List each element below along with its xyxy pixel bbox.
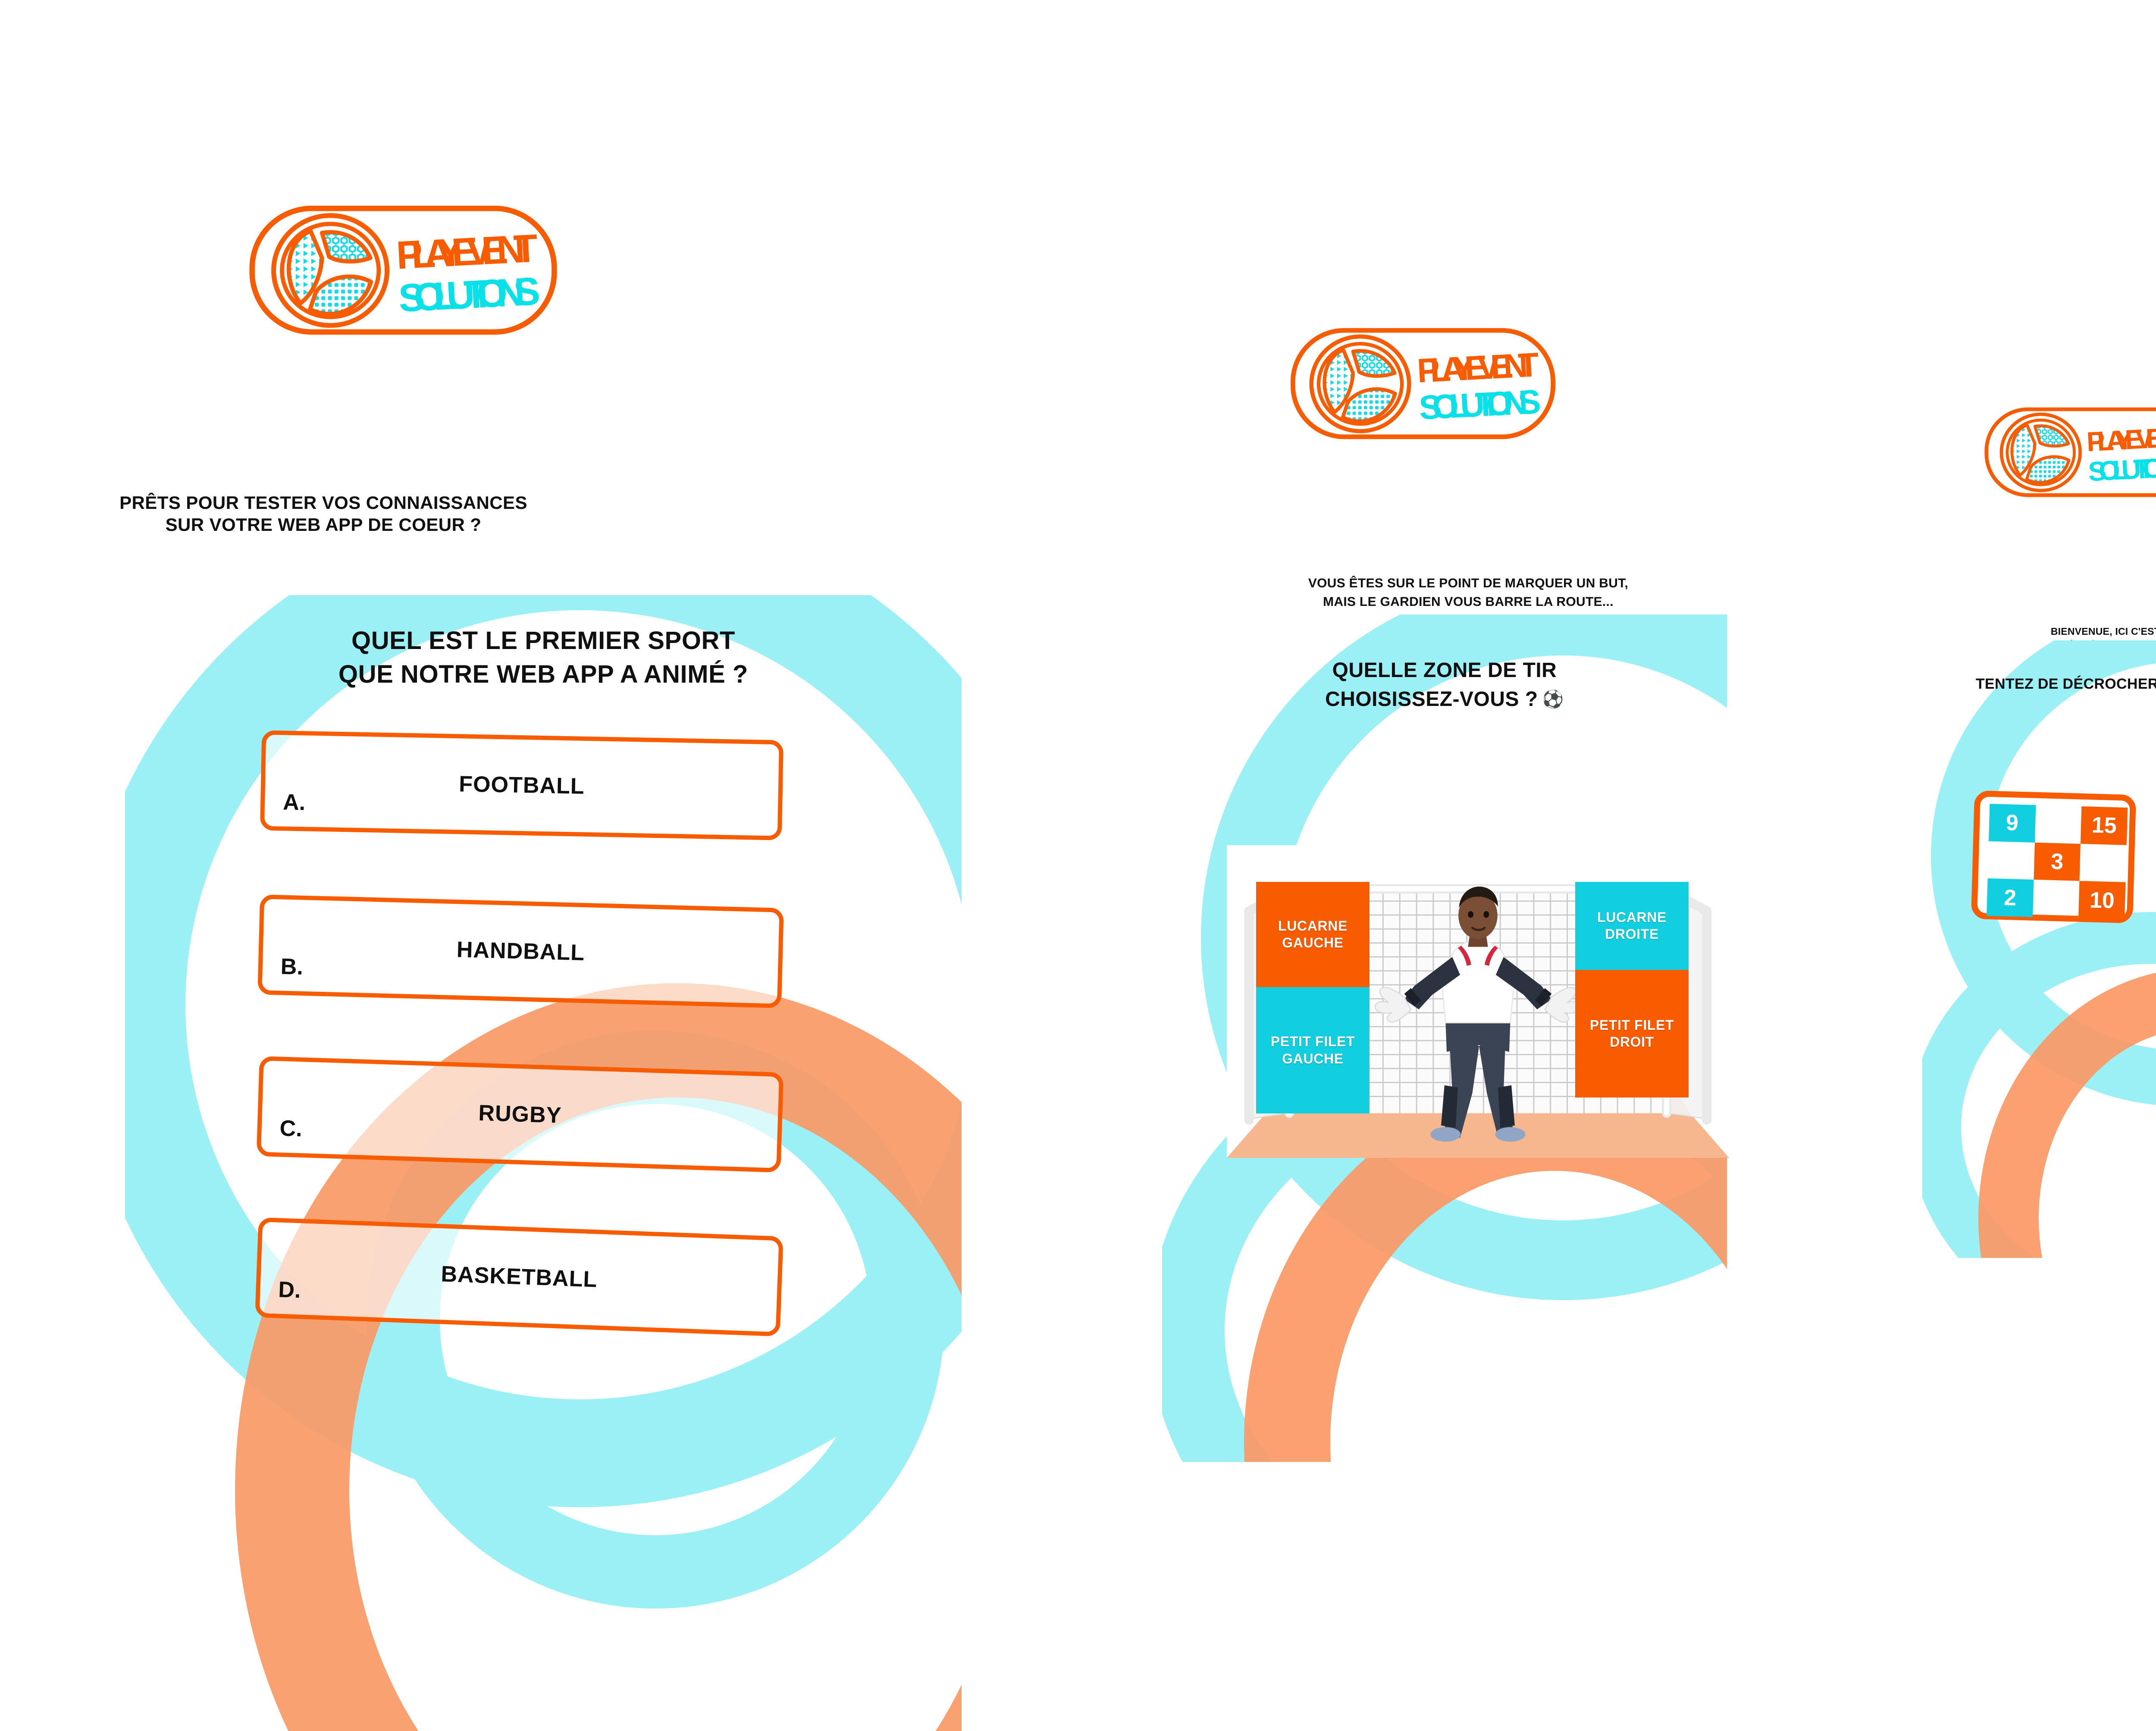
quiz-option-b-label: HANDBALL bbox=[456, 937, 585, 966]
screen-quiz: PRÊTS POUR TESTER VOS CONNAISSANCES SUR … bbox=[0, 0, 1035, 1731]
bingo-cell-8[interactable]: 10 bbox=[2078, 881, 2126, 920]
bingo-grid: 9 15 3 2 10 bbox=[1987, 803, 2128, 920]
quiz-option-d-label: BASKETBALL bbox=[440, 1261, 598, 1292]
quiz-option-a-letter: A. bbox=[282, 790, 306, 815]
zone-petit-filet-gauche[interactable]: PETIT FILET GAUCHE bbox=[1256, 987, 1369, 1113]
brand-logo-screen2 bbox=[1289, 326, 1557, 444]
bingo-card: 9 15 3 2 10 bbox=[1971, 790, 2137, 924]
quiz-option-d[interactable]: D. BASKETBALL bbox=[255, 1217, 783, 1337]
zone-petit-filet-droit[interactable]: PETIT FILET DROIT bbox=[1575, 970, 1689, 1098]
quiz-option-b[interactable]: B. HANDBALL bbox=[257, 894, 784, 1008]
quiz-option-b-letter: B. bbox=[280, 954, 304, 980]
bingo-kicker-line1: BIENVENUE, ICI C'EST LE BINGO ! bbox=[2050, 626, 2156, 637]
shot-question-line2-text: CHOISISSEZ-VOUS ? bbox=[1325, 688, 1538, 711]
quiz-option-a[interactable]: A. FOOTBALL bbox=[260, 730, 784, 840]
bingo-cell-0[interactable]: 9 bbox=[1988, 803, 2036, 843]
brand-logo-screen1 bbox=[248, 203, 558, 341]
bingo-cta: TENTEZ DE DÉCROCHER LA VICTOIRE ! bbox=[1975, 676, 2156, 692]
bingo-cell-6[interactable]: 2 bbox=[1987, 878, 2034, 917]
zone-lucarne-gauche[interactable]: LUCARNE GAUCHE bbox=[1256, 882, 1369, 987]
bingo-cell-4[interactable]: 3 bbox=[2034, 842, 2081, 881]
quiz-option-d-letter: D. bbox=[278, 1277, 301, 1303]
bingo-cell-7[interactable] bbox=[2033, 880, 2080, 919]
goal-zone-selector: LUCARNE GAUCHE PETIT FILET GAUCHE LUCARN… bbox=[1227, 845, 1729, 1158]
shot-question-line1: QUELLE ZONE DE TIR bbox=[1332, 659, 1557, 682]
quiz-option-c[interactable]: C. RUGBY bbox=[256, 1056, 784, 1173]
quiz-option-a-label: FOOTBALL bbox=[458, 771, 585, 799]
bingo-cell-2[interactable]: 15 bbox=[2081, 806, 2128, 845]
zone-lucarne-droite[interactable]: LUCARNE DROITE bbox=[1575, 882, 1689, 970]
bingo-cell-5[interactable] bbox=[2080, 844, 2127, 882]
bingo-panel bbox=[1922, 640, 2156, 1258]
bingo-cell-3[interactable] bbox=[1988, 841, 2035, 880]
shot-kicker-line1: VOUS ÊTES SUR LE POINT DE MARQUER UN BUT… bbox=[1308, 576, 1629, 590]
screen-bingo: BIENVENUE, ICI C'EST LE BINGO ! PRÊTS À … bbox=[1897, 0, 2156, 1731]
brand-logo-screen3 bbox=[1984, 405, 2156, 501]
quiz-option-c-label: RUGBY bbox=[478, 1100, 562, 1129]
soccer-ball-icon: ⚽ bbox=[1542, 690, 1564, 709]
bingo-cell-1[interactable] bbox=[2035, 805, 2082, 844]
shot-question-line2: CHOISISSEZ-VOUS ? ⚽ bbox=[1162, 687, 1727, 712]
quiz-option-c-letter: C. bbox=[279, 1116, 303, 1142]
shot-kicker-line2: MAIS LE GARDIEN VOUS BARRE LA ROUTE... bbox=[1323, 595, 1614, 609]
quiz-kicker: PRÊTS POUR TESTER VOS CONNAISSANCES SUR … bbox=[119, 492, 527, 535]
quiz-question-line2: QUE NOTRE WEB APP A ANIMÉ ? bbox=[338, 660, 749, 688]
quiz-question-line1: QUEL EST LE PREMIER SPORT bbox=[351, 627, 735, 655]
screen-shot-zone: VOUS ÊTES SUR LE POINT DE MARQUER UN BUT… bbox=[1162, 0, 1789, 1731]
